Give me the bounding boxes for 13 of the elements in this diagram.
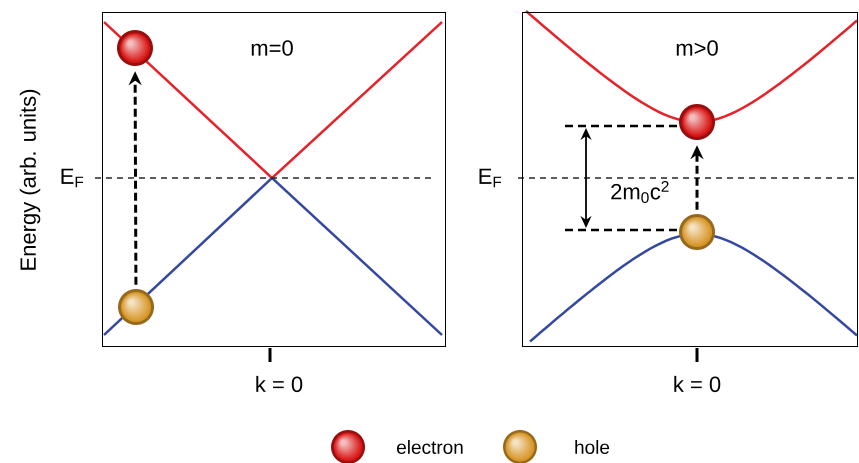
plot-panel: m=0 bbox=[102, 12, 446, 347]
legend-label: hole bbox=[575, 440, 610, 454]
electron-sphere bbox=[117, 30, 153, 66]
axis-label: k = 0 bbox=[674, 376, 720, 392]
axis-label: Energy (arb. units) bbox=[20, 90, 40, 270]
hole-sphere bbox=[118, 289, 154, 325]
hole-sphere bbox=[679, 214, 715, 250]
fermi-level-label: E$_{F}$ bbox=[480, 168, 502, 188]
axis-label: k = 0 bbox=[256, 376, 302, 392]
fermi-level-label: E$_{F}$ bbox=[62, 168, 84, 188]
gap-label: 2m$_{0}$c$^{2}$ bbox=[611, 180, 669, 204]
legend-label: electron bbox=[397, 440, 463, 454]
electron-sphere bbox=[679, 104, 715, 140]
